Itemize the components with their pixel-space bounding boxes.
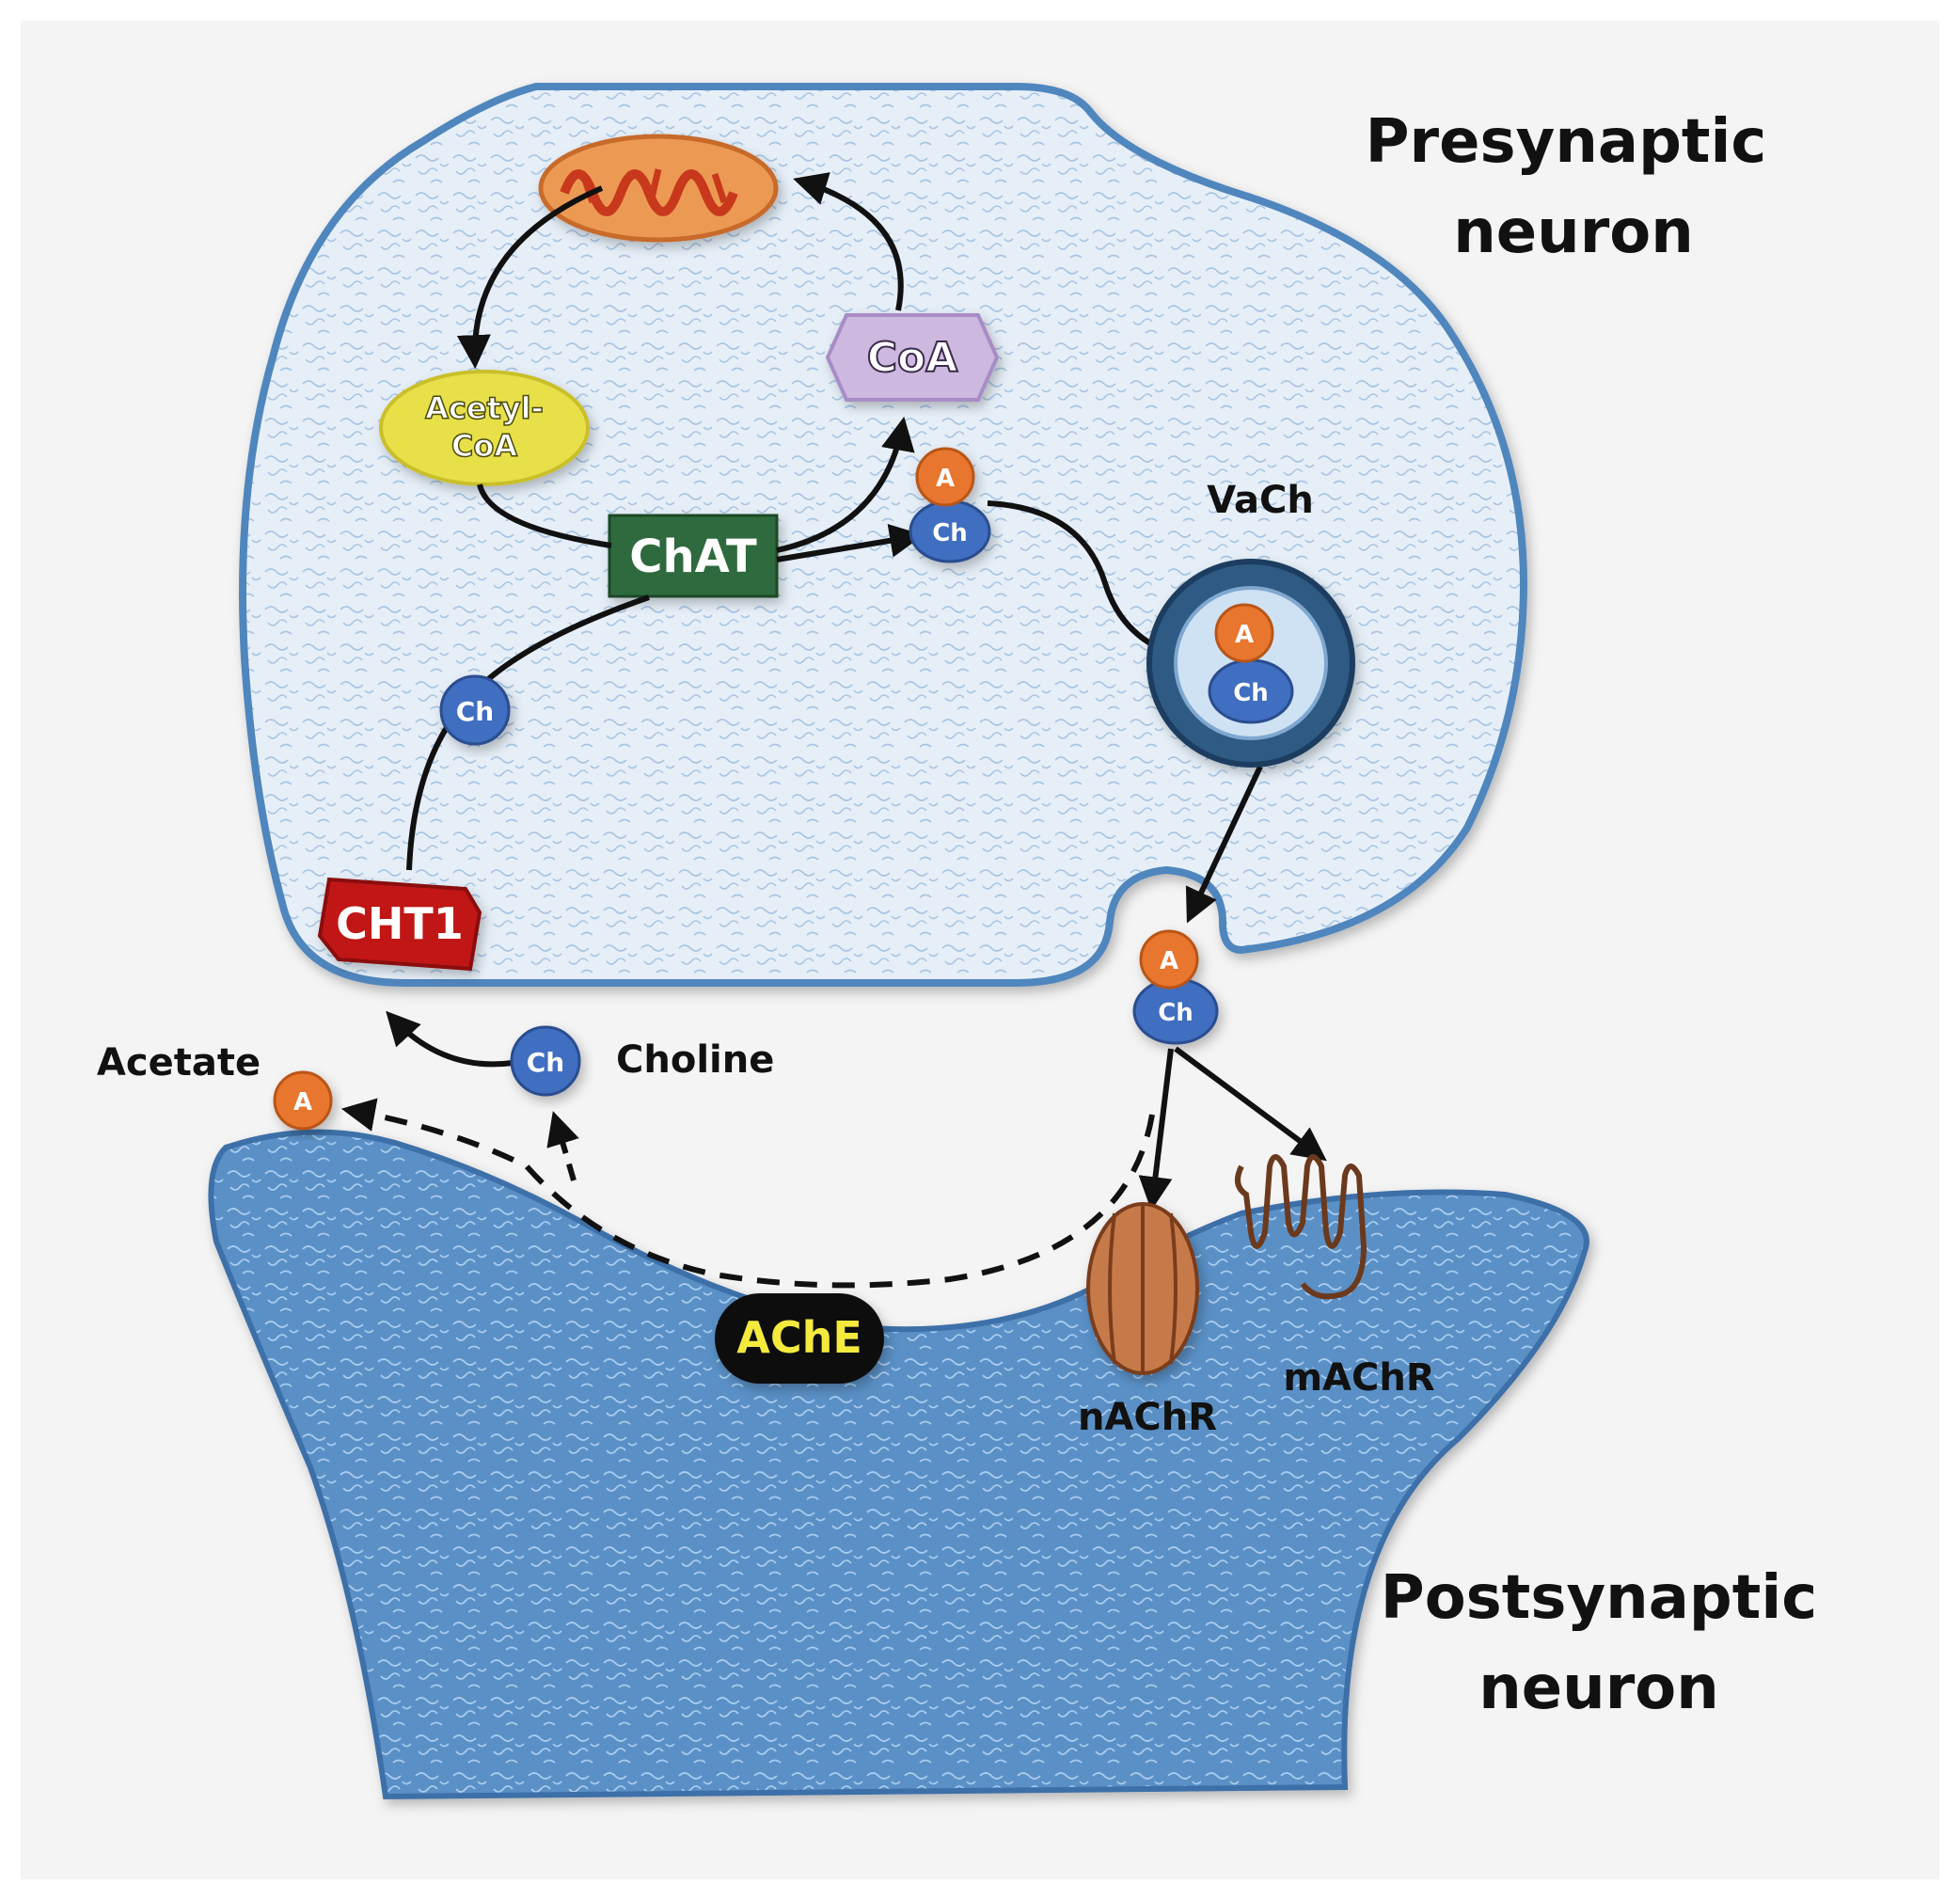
- ache-label: AChE: [736, 1312, 862, 1363]
- choline-molecule-presynaptic: Ch: [439, 674, 511, 746]
- acetylcholine-molecule-cleft: Ch A: [1132, 929, 1219, 1045]
- vesicle-vach: Ch A: [1146, 559, 1355, 768]
- mitochondrion: [538, 134, 779, 243]
- choline-symbol: Ch: [456, 696, 494, 727]
- postsynaptic-title-line2: neuron: [1478, 1654, 1719, 1723]
- choline-symbol: Ch: [527, 1047, 564, 1078]
- nachr-receptor: [1086, 1202, 1199, 1375]
- arrow-choline-to-cht1: [386, 1010, 514, 1068]
- acetate-label: Acetate: [97, 1041, 261, 1085]
- choline-symbol: Ch: [1158, 999, 1193, 1027]
- coa-label: CoA: [867, 334, 958, 382]
- dashed-arrow-to-acetate: [340, 1098, 1155, 1289]
- choline-molecule-cleft: Ch: [510, 1025, 581, 1097]
- arrow-chat-to-coa: [776, 416, 915, 553]
- acetyl-symbol: A: [936, 465, 955, 493]
- acetyl-symbol: A: [1235, 621, 1254, 649]
- ache-box: AChE: [715, 1293, 884, 1384]
- machr-label: mAChR: [1283, 1356, 1434, 1400]
- postsynaptic-neuron: [208, 1129, 1589, 1800]
- arrow-ach-to-machr: [1174, 1046, 1327, 1162]
- cht1-label: CHT1: [336, 898, 464, 949]
- arrow-vesicle-to-cleft: [1185, 765, 1263, 924]
- chat-box: ChAT: [608, 514, 779, 598]
- acetyl-coa-box: Acetyl- CoA: [379, 370, 590, 486]
- coa-box: CoA: [825, 313, 1000, 402]
- acetate-molecule: A: [273, 1070, 333, 1131]
- acetyl-symbol: A: [293, 1088, 312, 1116]
- arrow-coa-to-mito: [793, 172, 904, 311]
- vach-label: VaCh: [1207, 479, 1314, 522]
- arrow-acetylcoa-to-chat: [477, 483, 612, 548]
- dashed-arrow-to-choline: [546, 1111, 579, 1181]
- acetylcholine-molecule-1: Ch A: [909, 447, 991, 563]
- arrow-chat-to-ach: [776, 524, 925, 562]
- acetyl-coa-label-line1: Acetyl-: [425, 390, 544, 426]
- machr-receptor: [1235, 1154, 1367, 1300]
- presynaptic-title-line1: Presynaptic: [1366, 107, 1767, 177]
- presynaptic-title-line2: neuron: [1453, 198, 1694, 267]
- acetyl-coa-label-line2: CoA: [451, 428, 517, 464]
- arrow-mito-to-acetylcoa: [456, 185, 604, 370]
- postsynaptic-title-line1: Postsynaptic: [1381, 1563, 1817, 1633]
- chat-label: ChAT: [629, 530, 757, 583]
- choline-symbol: Ch: [1233, 679, 1269, 707]
- choline-symbol: Ch: [932, 519, 968, 547]
- acetyl-symbol: A: [1160, 947, 1178, 975]
- nachr-label: nAChR: [1078, 1396, 1217, 1439]
- cht1-box: CHT1: [317, 877, 482, 972]
- choline-label: Choline: [616, 1038, 774, 1082]
- arrow-ach-to-nachr: [1138, 1048, 1174, 1211]
